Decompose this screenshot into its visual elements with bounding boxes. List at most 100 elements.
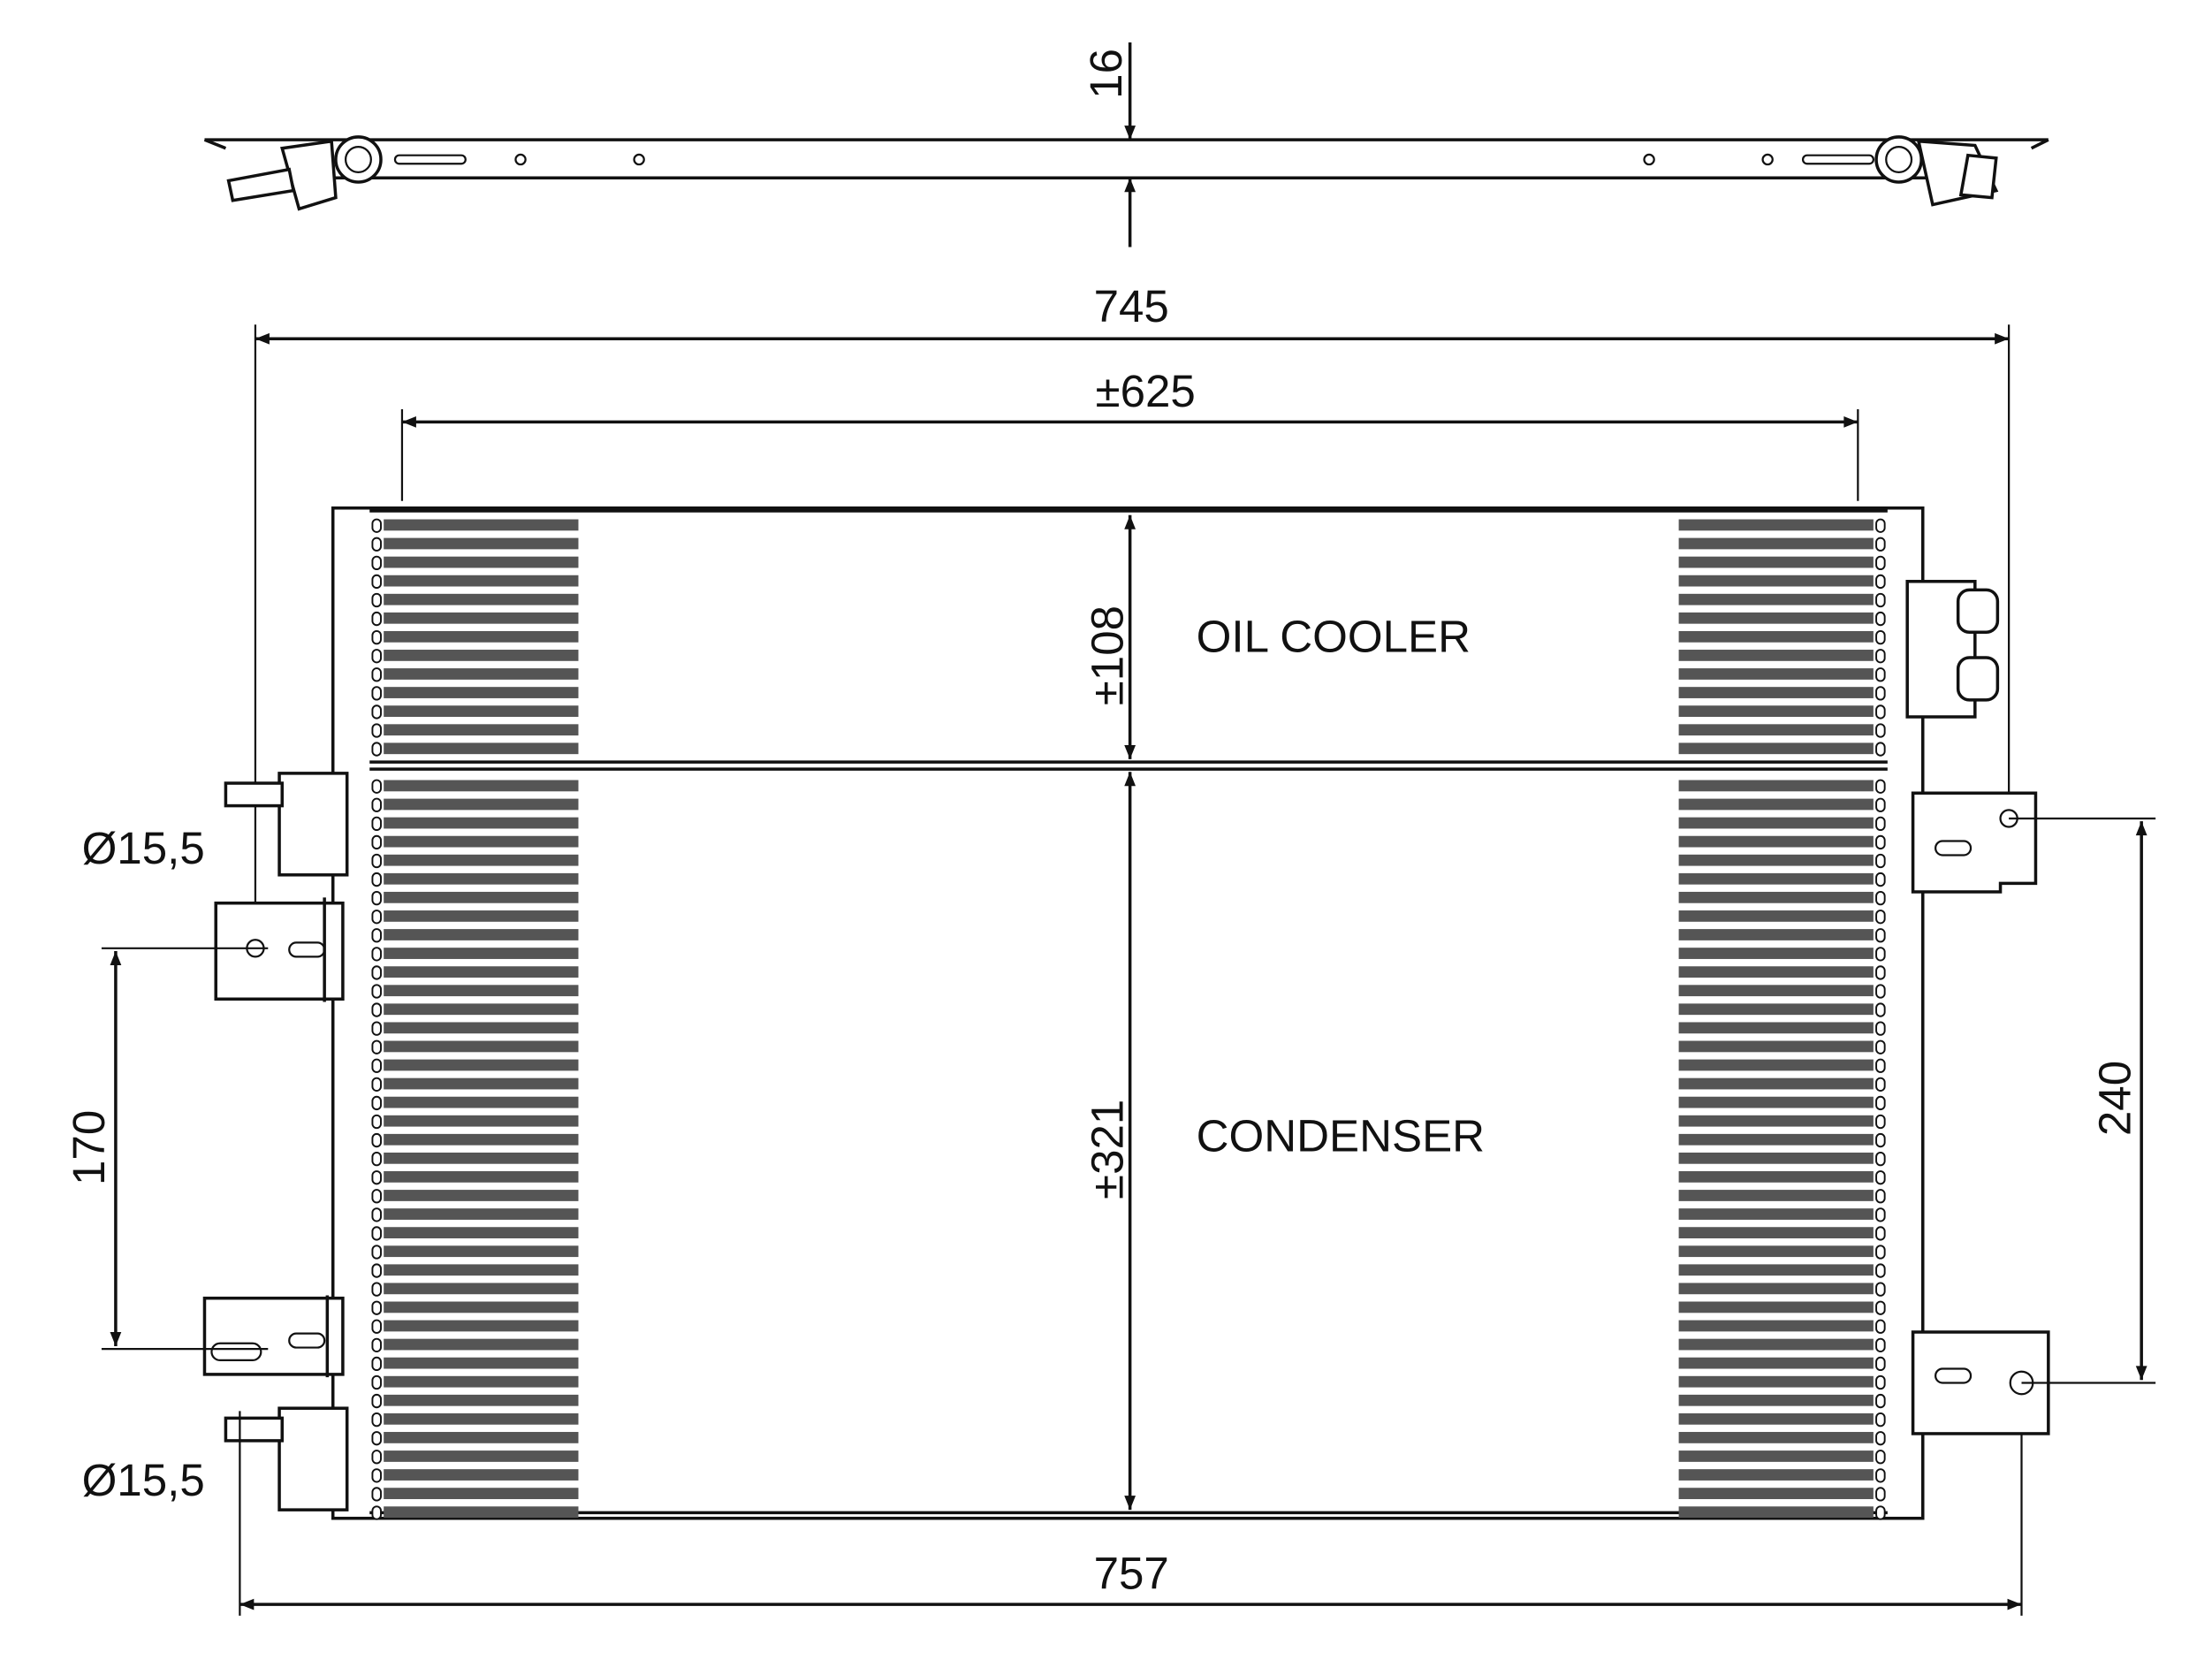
tube-end — [1875, 1039, 1886, 1054]
tube-end — [371, 1151, 382, 1167]
fin-block — [1678, 1338, 1874, 1351]
fin-block — [1678, 1059, 1874, 1071]
fin-block — [384, 1320, 579, 1332]
fin-block — [384, 1245, 579, 1258]
tube-end — [1875, 1077, 1886, 1092]
fin-block — [384, 705, 579, 718]
fin-block — [384, 1096, 579, 1108]
tube-end — [1875, 1282, 1886, 1297]
tube-end — [371, 872, 382, 887]
tube-end — [1875, 947, 1886, 962]
fin-block — [1678, 1171, 1874, 1183]
fin-block — [1678, 835, 1874, 848]
tube-end — [371, 928, 382, 943]
fin-block — [384, 537, 579, 550]
fin-block — [384, 1077, 579, 1090]
fin-block — [384, 1022, 579, 1034]
fin-block — [384, 1469, 579, 1481]
fin-block — [384, 612, 579, 624]
fin-block — [1678, 630, 1874, 643]
tube-end — [371, 1337, 382, 1352]
tube-end — [1875, 779, 1886, 794]
tube-end — [371, 1374, 382, 1390]
fin-block — [1678, 1040, 1874, 1053]
right-brackets — [1905, 580, 2050, 1435]
fin-block — [1678, 929, 1874, 940]
tube-end — [371, 834, 382, 850]
tube-end — [1875, 834, 1886, 850]
fin-block — [1678, 966, 1874, 978]
tube-end — [371, 965, 382, 980]
tube-end — [1875, 1245, 1886, 1260]
fin-block — [384, 1264, 579, 1276]
bottom-pipe-fitting — [224, 1416, 285, 1443]
tube-end — [371, 1356, 382, 1372]
tube-end — [371, 592, 382, 608]
tube-end — [371, 890, 382, 906]
overall-width-dimension: 745 — [1094, 281, 1169, 331]
fin-block — [1678, 556, 1874, 568]
fin-block — [1678, 1488, 1874, 1500]
tube-end — [1875, 1021, 1886, 1036]
fin-block — [1678, 519, 1874, 531]
fin-block — [384, 780, 579, 792]
tube-end — [1875, 1319, 1886, 1334]
fin-block — [384, 1301, 579, 1313]
tube-end — [1875, 704, 1886, 719]
fin-block — [384, 1040, 579, 1053]
tube-end — [1875, 1132, 1886, 1148]
tube-end — [1875, 928, 1886, 943]
fin-block — [1678, 1208, 1874, 1220]
fin-block — [1678, 612, 1874, 624]
fin-block — [1678, 705, 1874, 718]
oil-cooler-label: OIL COOLER — [1197, 612, 1471, 662]
fin-block — [1678, 575, 1874, 587]
tube-end — [371, 1468, 382, 1483]
fin-block — [1678, 1245, 1874, 1258]
tube-end — [371, 1058, 382, 1073]
fin-block — [1678, 687, 1874, 698]
fin-block — [1678, 780, 1874, 792]
tube-end — [1875, 1356, 1886, 1372]
tube-end — [1875, 1263, 1886, 1278]
fin-block — [384, 985, 579, 997]
tube-end — [1875, 1151, 1886, 1167]
fin-block — [384, 1338, 579, 1351]
tube-end — [371, 1282, 382, 1297]
tube-end — [1875, 1450, 1886, 1465]
fin-block — [384, 929, 579, 940]
tube-end — [1875, 723, 1886, 738]
fin-block — [384, 1227, 579, 1239]
tube-end — [371, 1412, 382, 1428]
tube-end — [371, 1189, 382, 1204]
tube-end — [1875, 890, 1886, 906]
tube-end — [1875, 816, 1886, 831]
tube-end — [371, 1263, 382, 1278]
tube-end — [1875, 686, 1886, 701]
fin-block — [384, 575, 579, 587]
fin-block — [1678, 1506, 1874, 1519]
condenser-label: CONDENSER — [1197, 1111, 1485, 1161]
tube-end — [1875, 555, 1886, 571]
top-pipe-fitting — [224, 781, 285, 808]
fin-block — [384, 556, 579, 568]
total-width-dimension: 757 — [1094, 1549, 1169, 1599]
fin-block — [1678, 1283, 1874, 1295]
fin-block — [384, 1152, 579, 1164]
fin-block — [384, 742, 579, 755]
condenser-height-dimension: ±321 — [1083, 1100, 1133, 1199]
tube-end — [1875, 537, 1886, 552]
fin-block — [1678, 593, 1874, 605]
fin-block — [1678, 1432, 1874, 1443]
fin-block — [1678, 724, 1874, 736]
tube-end — [371, 1226, 382, 1241]
tube-end — [371, 686, 382, 701]
fin-block — [1678, 1133, 1874, 1146]
tube-end — [371, 742, 382, 757]
tube-end — [1875, 1487, 1886, 1502]
fin-block — [384, 1357, 579, 1369]
fin-block — [1678, 1115, 1874, 1127]
fin-block — [384, 798, 579, 811]
fin-block — [384, 1190, 579, 1201]
fin-block — [384, 835, 579, 848]
